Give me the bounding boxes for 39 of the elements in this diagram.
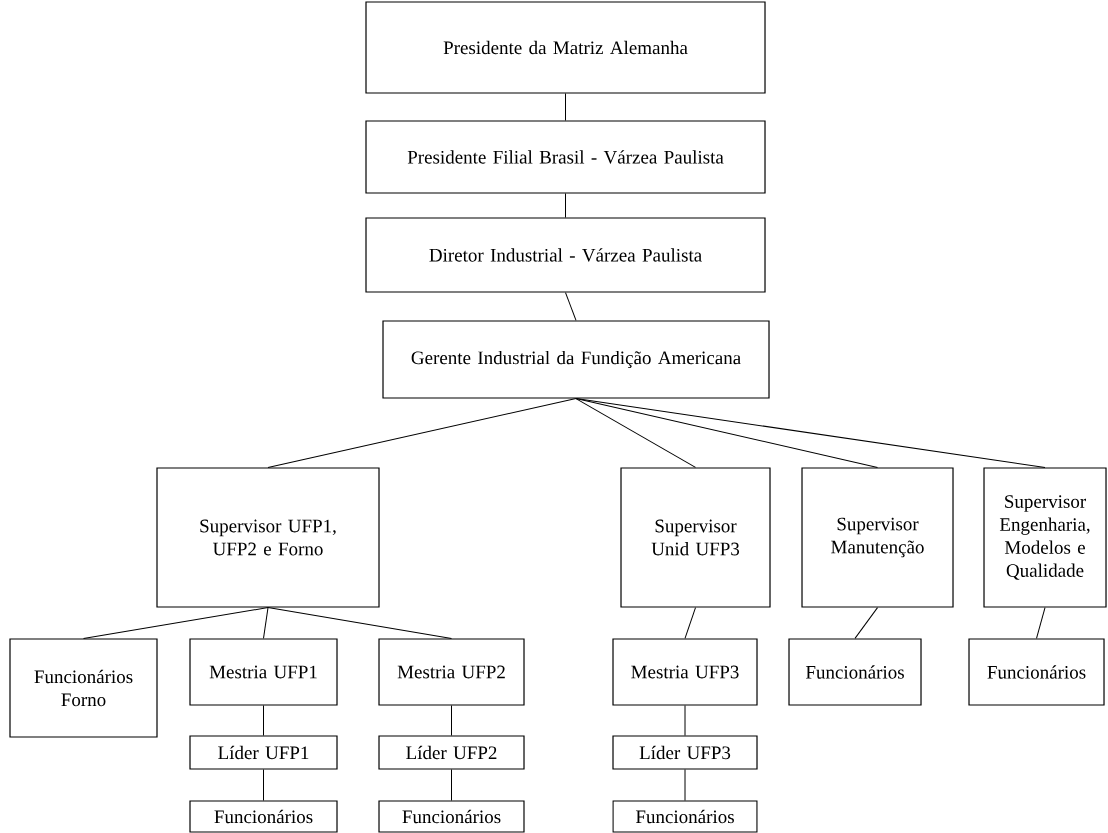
org-box: Líder UFP2 bbox=[378, 735, 525, 770]
connector-line bbox=[575, 398, 878, 468]
org-box: Mestria UFP1 bbox=[189, 638, 338, 706]
org-box: Supervisor Manutenção bbox=[801, 467, 954, 608]
connector-line bbox=[684, 607, 696, 639]
connector-line bbox=[684, 769, 686, 801]
org-box: Supervisor Engenharia, Modelos e Qualidade bbox=[983, 467, 1107, 608]
org-box: Mestria UFP3 bbox=[612, 638, 758, 706]
org-box: Funcionários bbox=[612, 800, 758, 833]
org-box: Líder UFP3 bbox=[612, 735, 758, 770]
connector-line bbox=[263, 607, 269, 639]
org-box: Presidente da Matriz Alemanha bbox=[365, 1, 766, 94]
org-box: Funcionários bbox=[788, 638, 922, 706]
connector-line bbox=[575, 398, 696, 468]
org-box: Funcionários Forno bbox=[9, 638, 158, 738]
connector-line bbox=[263, 705, 264, 736]
connector-line bbox=[451, 769, 452, 801]
org-box: Gerente Industrial da Fundição Americana bbox=[382, 320, 770, 399]
connector-line bbox=[565, 193, 566, 218]
connector-line bbox=[575, 398, 1046, 468]
org-box: Funcionários bbox=[968, 638, 1105, 706]
org-box: Funcionários bbox=[378, 800, 525, 833]
org-box: Presidente Filial Brasil - Várzea Paulista bbox=[365, 120, 766, 194]
connector-line bbox=[565, 292, 577, 321]
connector-line bbox=[451, 705, 452, 736]
connector-line bbox=[854, 607, 878, 639]
connector-line bbox=[267, 607, 452, 639]
connector-line bbox=[1036, 607, 1046, 639]
org-box: Líder UFP1 bbox=[189, 735, 338, 770]
connector-line bbox=[267, 398, 577, 468]
org-box: Diretor Industrial - Várzea Paulista bbox=[365, 217, 766, 293]
connector-line bbox=[263, 769, 264, 801]
org-box: Mestria UFP2 bbox=[378, 638, 525, 706]
connector-line bbox=[83, 607, 269, 639]
connector-line bbox=[565, 93, 566, 121]
org-box: Supervisor Unid UFP3 bbox=[620, 467, 771, 608]
connector-line bbox=[684, 705, 686, 736]
org-box: Supervisor UFP1, UFP2 e Forno bbox=[156, 467, 380, 608]
org-box: Funcionários bbox=[189, 800, 338, 833]
